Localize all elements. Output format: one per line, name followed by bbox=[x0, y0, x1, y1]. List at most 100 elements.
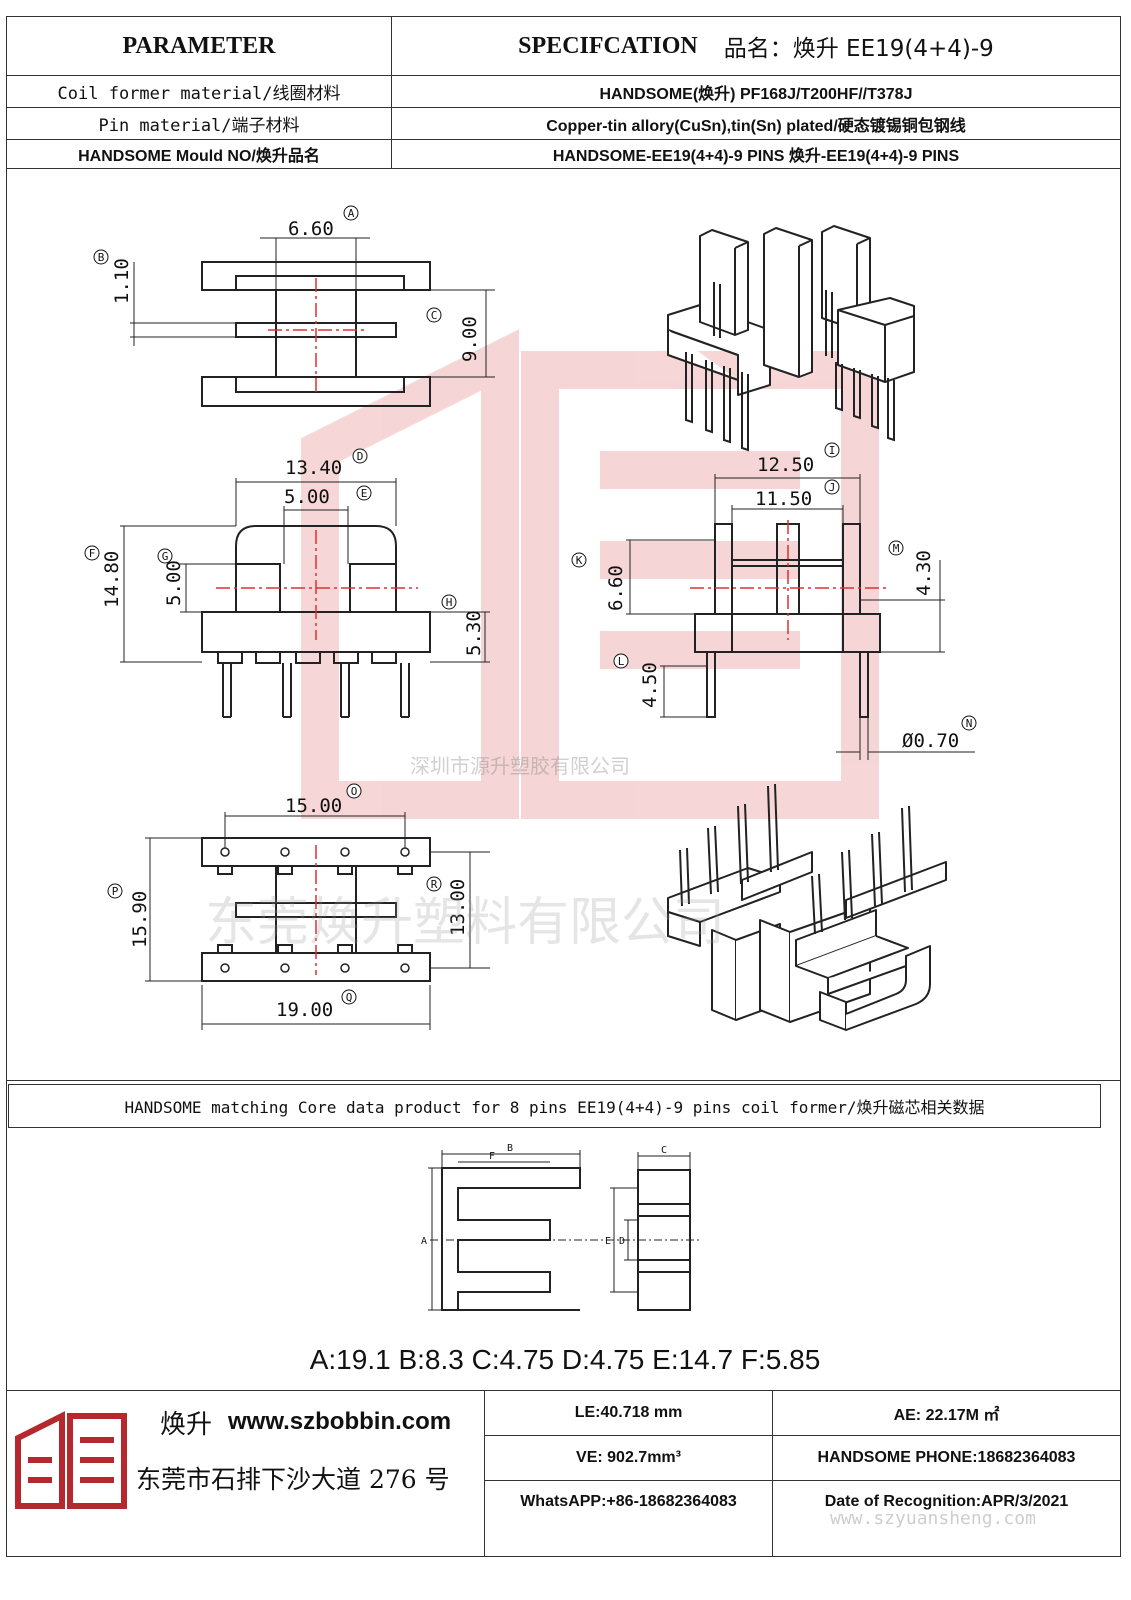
company-watermark: 深圳市源升塑胶有限公司 bbox=[410, 754, 630, 778]
callout-R: R bbox=[426, 876, 442, 892]
core-letter-C: C bbox=[661, 1145, 667, 1156]
product-name: 品名：焕升 EE19(4+4)-9 bbox=[723, 36, 994, 62]
svg-text:Q: Q bbox=[346, 991, 353, 1004]
company-logo bbox=[15, 1411, 127, 1509]
callout-Q: Q bbox=[341, 989, 357, 1005]
callout-I: I bbox=[824, 442, 840, 458]
dim-B-text: 1.10 bbox=[111, 258, 133, 304]
dim-R-text: 13.00 bbox=[447, 879, 469, 936]
technical-drawing: 6.60 1.10 9.00 13.40 5.00 14.80 5.00 5.3… bbox=[84, 205, 977, 1031]
dim-O-text: 15.00 bbox=[285, 795, 342, 817]
spec-header-wrap: SPECIFCATION 品名：焕升 EE19(4+4)-9 bbox=[392, 18, 1120, 74]
dim-Q-text: 19.00 bbox=[276, 999, 333, 1021]
footer-phone: HANDSOME PHONE:18682364083 bbox=[817, 1449, 1076, 1466]
core-drawing: B F C A E D bbox=[421, 1143, 700, 1311]
footer-address: 东莞市石排下沙大道 276 号 bbox=[136, 1465, 450, 1494]
divider bbox=[6, 139, 1121, 140]
site-watermark: www.szyuansheng.com bbox=[830, 1508, 1036, 1529]
param-value-pin: Copper-tin allory(CuSn),tin(Sn) plated/硬… bbox=[546, 117, 966, 135]
footer-ae: AE: 22.17M ㎡ bbox=[893, 1407, 1000, 1424]
callout-M: M bbox=[888, 540, 904, 556]
dim-L-text: 4.50 bbox=[639, 662, 661, 708]
dim-J-text: 11.50 bbox=[755, 488, 812, 510]
dim-G-text: 5.00 bbox=[163, 560, 185, 606]
callout-N: N bbox=[961, 715, 977, 731]
callout-D: D bbox=[352, 448, 368, 464]
svg-text:J: J bbox=[829, 481, 836, 494]
svg-text:E: E bbox=[361, 487, 368, 500]
svg-text:M: M bbox=[893, 542, 900, 555]
page-frame bbox=[6, 16, 1121, 1557]
dim-H-text: 5.30 bbox=[463, 610, 485, 656]
callout-F: F bbox=[84, 545, 100, 561]
param-label-pin: Pin material/端子材料 bbox=[98, 116, 300, 136]
divider bbox=[6, 1390, 1121, 1391]
callout-K: K bbox=[571, 552, 587, 568]
footer-brand: 焕升 bbox=[160, 1409, 213, 1440]
dim-P-text: 15.90 bbox=[129, 891, 151, 948]
svg-text:H: H bbox=[446, 596, 453, 609]
dim-F-text: 14.80 bbox=[101, 551, 123, 608]
dim-I-text: 12.50 bbox=[757, 454, 814, 476]
core-letter-A: A bbox=[421, 1236, 427, 1247]
param-value-mould: HANDSOME-EE19(4+4)-9 PINS 焕升-EE19(4+4)-9… bbox=[552, 148, 960, 165]
param-value-coil: HANDSOME(焕升) PF168J/T200HF//T378J bbox=[599, 85, 913, 103]
svg-text:G: G bbox=[162, 550, 169, 563]
svg-text:C: C bbox=[431, 309, 438, 322]
dim-D-text: 13.40 bbox=[285, 457, 342, 479]
callout-B: B bbox=[93, 249, 109, 265]
core-values: A:19.1 B:8.3 C:4.75 D:4.75 E:14.7 F:5.85 bbox=[309, 1344, 821, 1375]
divider bbox=[6, 1080, 1121, 1081]
divider bbox=[6, 168, 1121, 169]
svg-text:O: O bbox=[351, 785, 358, 798]
divider bbox=[391, 16, 392, 168]
param-label-coil: Coil former material/线圈材料 bbox=[57, 84, 341, 104]
svg-text:P: P bbox=[112, 885, 119, 898]
footer-ve: VE: 902.7mm³ bbox=[576, 1449, 681, 1466]
callout-O: O bbox=[346, 783, 362, 799]
parameter-header: PARAMETER bbox=[122, 32, 276, 59]
svg-text:F: F bbox=[89, 547, 96, 560]
param-label-mould: HANDSOME Mould NO/焕升品名 bbox=[78, 148, 320, 165]
core-title: HANDSOME matching Core data product for … bbox=[124, 1098, 985, 1117]
svg-text:I: I bbox=[829, 444, 836, 457]
callout-C: C bbox=[426, 307, 442, 323]
dim-C-text: 9.00 bbox=[459, 316, 481, 362]
divider bbox=[6, 75, 1121, 76]
svg-text:R: R bbox=[431, 878, 438, 891]
callout-P: P bbox=[107, 883, 123, 899]
footer-le: LE:40.718 mm bbox=[574, 1404, 683, 1421]
callout-G: G bbox=[157, 548, 173, 564]
dim-K-text: 6.60 bbox=[605, 565, 627, 611]
spec-header: SPECIFCATION bbox=[518, 32, 698, 59]
core-letter-B: B bbox=[507, 1143, 513, 1154]
callout-E: E bbox=[356, 485, 372, 501]
big-watermark: 东莞焕升塑料有限公司 bbox=[205, 893, 726, 953]
footer-website[interactable]: www.szbobbin.com bbox=[228, 1408, 452, 1435]
callout-J: J bbox=[824, 479, 840, 495]
footer-brand-row: 焕升 www.szbobbin.com bbox=[160, 1402, 480, 1442]
core-letter-D: D bbox=[619, 1236, 625, 1247]
dim-A-text: 6.60 bbox=[288, 218, 334, 240]
divider bbox=[6, 107, 1121, 108]
svg-text:B: B bbox=[98, 251, 105, 264]
svg-text:L: L bbox=[618, 655, 625, 668]
svg-text:D: D bbox=[357, 450, 364, 463]
footer-date: Date of Recognition:APR/3/2021 bbox=[824, 1493, 1069, 1510]
callout-L: L bbox=[613, 653, 629, 669]
svg-text:K: K bbox=[576, 554, 583, 567]
divider bbox=[484, 1390, 485, 1557]
divider bbox=[484, 1480, 1121, 1481]
core-letter-E: E bbox=[605, 1236, 611, 1247]
divider bbox=[484, 1435, 1121, 1436]
dim-E-text: 5.00 bbox=[284, 486, 330, 508]
callout-H: H bbox=[441, 594, 457, 610]
callout-A: A bbox=[343, 205, 359, 221]
divider bbox=[772, 1390, 773, 1557]
core-letter-F: F bbox=[489, 1151, 495, 1162]
svg-text:A: A bbox=[348, 207, 355, 220]
dim-M-text: 4.30 bbox=[913, 550, 935, 596]
dim-N-text: Ø0.70 bbox=[902, 730, 959, 752]
core-title-box bbox=[8, 1084, 1101, 1128]
footer-whatsapp: WhatsAPP:+86-18682364083 bbox=[520, 1493, 737, 1510]
